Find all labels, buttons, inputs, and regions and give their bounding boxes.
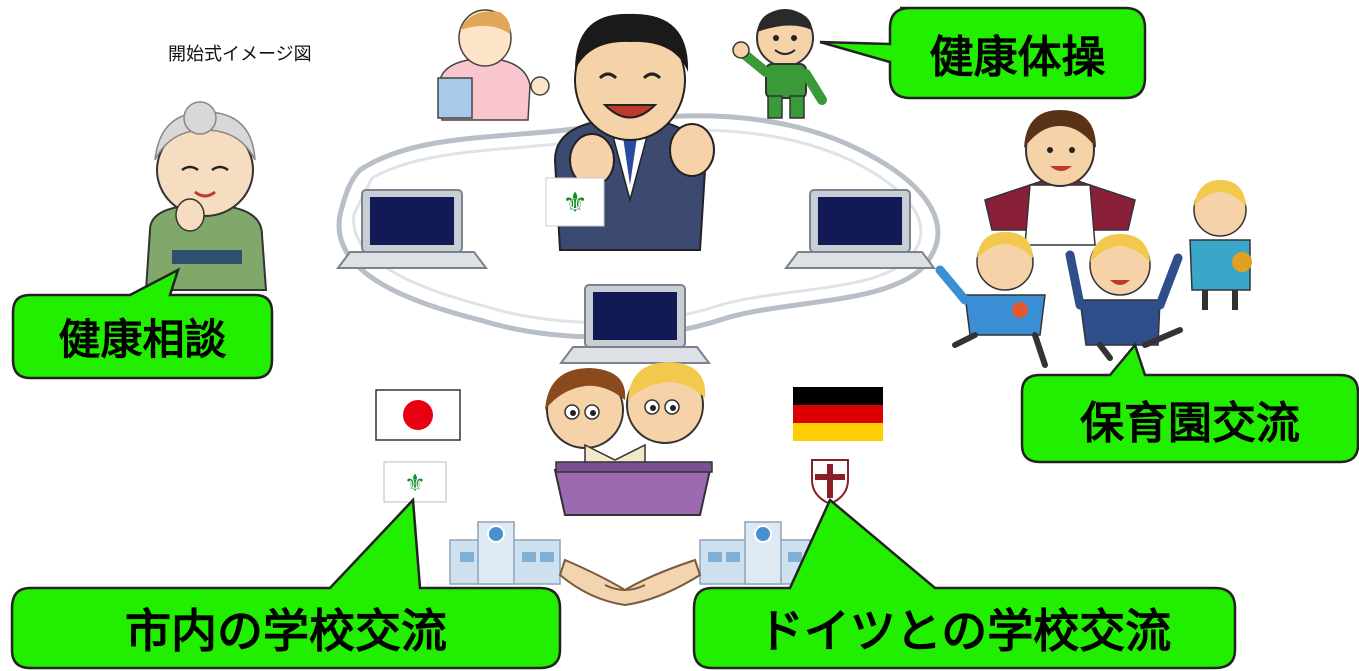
svg-text:⚜: ⚜ bbox=[404, 469, 426, 497]
diagram-title: 開始式イメージ図 bbox=[168, 44, 312, 65]
grandmother-icon bbox=[144, 101, 268, 291]
germany-flag-icon bbox=[793, 387, 883, 441]
callout-nursery-exchange-label: 保育園交流 bbox=[1080, 397, 1300, 449]
school-building-icon-left bbox=[449, 521, 561, 585]
laptop-icon-left bbox=[336, 189, 488, 269]
callout-city-school-exchange-label: 市内の学校交流 bbox=[125, 604, 447, 658]
callout-germany-school-exchange-label: ドイツとの学校交流 bbox=[757, 604, 1172, 658]
svg-text:⚜: ⚜ bbox=[562, 186, 587, 219]
callout-nursery-exchange bbox=[1020, 342, 1359, 464]
japan-flag-icon bbox=[375, 389, 461, 441]
nurse-character-icon bbox=[437, 9, 550, 121]
handshake-icon bbox=[558, 558, 702, 607]
school-emblem-icon: ⚜ bbox=[545, 177, 605, 227]
callout-health-exercise bbox=[819, 6, 1147, 100]
laptop-icon-bottom bbox=[559, 284, 711, 364]
nursery-teacher-icon bbox=[984, 110, 1136, 246]
exercise-boy-icon bbox=[732, 9, 827, 119]
kindergarten-children-icon bbox=[935, 180, 1252, 368]
callout-germany-school-exchange bbox=[692, 497, 1237, 670]
callout-health-consult-label: 健康相談 bbox=[58, 315, 227, 364]
german-school-emblem-icon bbox=[811, 459, 849, 506]
reading-children-icon bbox=[545, 362, 713, 516]
laptop-icon-right bbox=[784, 189, 936, 269]
callout-health-exercise-label: 健康体操 bbox=[929, 32, 1106, 83]
callout-city-school-exchange bbox=[10, 497, 562, 670]
school-building-icon-right bbox=[699, 521, 811, 585]
city-school-emblem-icon: ⚜ bbox=[383, 461, 447, 503]
callout-health-consult bbox=[11, 267, 274, 380]
